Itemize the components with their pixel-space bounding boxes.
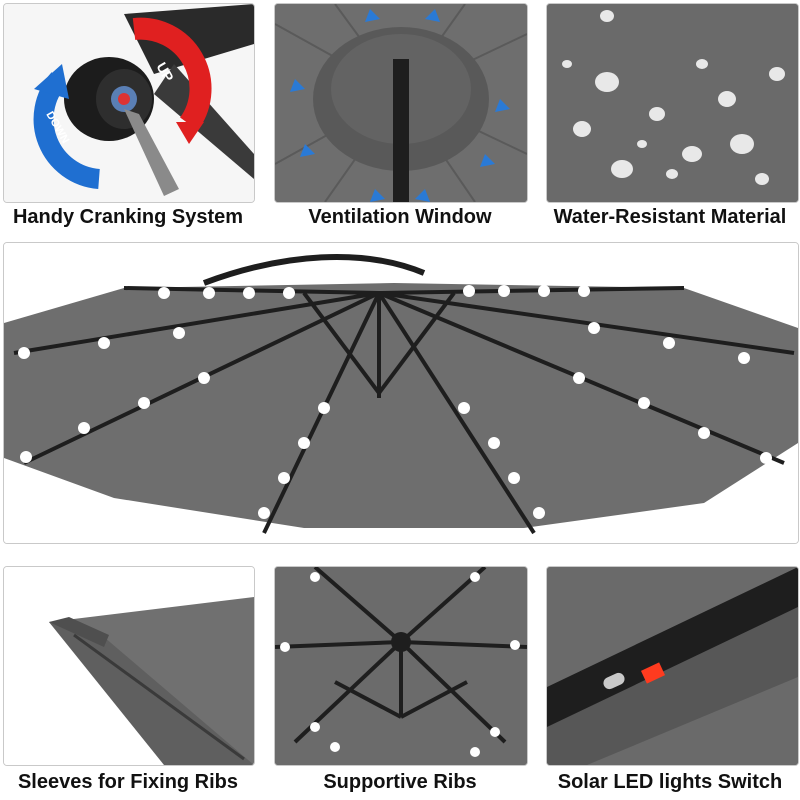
switch-illustration [547, 567, 798, 765]
water-illustration [547, 4, 798, 202]
down-arrow-icon [33, 72, 101, 189]
caption-ventilation: Ventilation Window [308, 206, 492, 228]
led-light-icon [18, 285, 772, 519]
caption-water-resistant: Water-Resistant Material [553, 206, 787, 228]
crank-illustration: UP DOWN [4, 4, 254, 202]
umbrella-pole [393, 59, 409, 202]
canopy [4, 283, 798, 528]
crank-photo: UP DOWN [3, 3, 255, 203]
led-umbrella-illustration [4, 243, 798, 543]
ventilation-photo [274, 3, 528, 203]
water-resistant-photo [546, 3, 799, 203]
up-arrow-icon [132, 17, 212, 131]
led-umbrella-photo [3, 242, 799, 544]
led-light-icon [280, 572, 520, 757]
vent-arrow-icon [290, 9, 510, 202]
ribs-illustration [275, 567, 527, 765]
ventilation-illustration [275, 4, 527, 202]
caption-sleeves: Sleeves for Fixing Ribs [17, 771, 239, 793]
rib-sleeve [49, 617, 109, 647]
caption-solar-switch: Solar LED lights Switch [557, 771, 783, 793]
ribs-photo [274, 566, 528, 766]
sleeves-photo [3, 566, 255, 766]
usb-port [603, 672, 625, 690]
water-drop-icon [562, 10, 785, 185]
caption-cranking: Handy Cranking System [12, 206, 244, 228]
switch-icon [640, 662, 666, 684]
solar-switch-photo [546, 566, 799, 766]
caption-supportive-ribs: Supportive Ribs [323, 771, 477, 793]
sleeves-illustration [4, 567, 254, 765]
